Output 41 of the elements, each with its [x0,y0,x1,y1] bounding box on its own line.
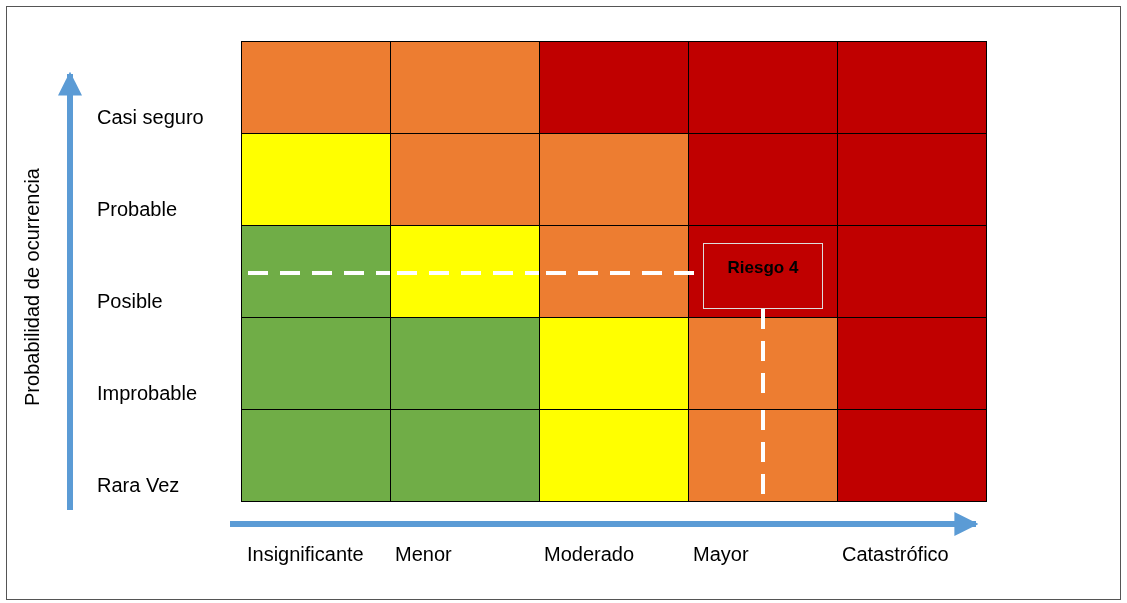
risk-cell [539,225,689,318]
row-label: Improbable [97,381,198,405]
risk-cell [837,225,987,318]
axis-title: Probabilidad de ocurrencia [20,168,44,406]
risk-cell [688,317,838,410]
risk-cell [539,133,689,226]
risk-cell [837,133,987,226]
risk-cell [241,409,391,502]
guide-line [248,271,390,275]
column-label: Catastrófico [842,542,949,566]
risk-cell [688,409,838,502]
risk-cell [837,317,987,410]
row-label: Posible [97,289,163,313]
risk-cell [539,409,689,502]
risk-cell [390,41,540,134]
risk-cell [539,317,689,410]
risk-cell [241,317,391,410]
risk-box [703,243,823,309]
risk-cell [241,133,391,226]
risk-cell [241,41,391,134]
row-label: Probable [97,197,178,221]
risk-cell [688,225,838,318]
risk-cell [688,41,838,134]
risk-cell [390,409,540,502]
risk-cell [837,41,987,134]
risk-cell [837,409,987,502]
column-label: Moderado [544,542,635,566]
risk-cell [241,225,391,318]
risk-cell [688,133,838,226]
risk-label: Riesgo 4 [726,258,800,278]
column-label: Menor [395,542,452,566]
risk-cell [390,225,540,318]
guide-line [397,271,539,275]
column-label: Insignificante [247,542,364,566]
row-label: Casi seguro [97,105,204,129]
risk-cell [539,41,689,134]
column-label: Mayor [693,542,749,566]
row-label: Rara Vez [97,473,180,497]
risk-cell [390,317,540,410]
guide-line [761,410,765,496]
risk-cell [390,133,540,226]
